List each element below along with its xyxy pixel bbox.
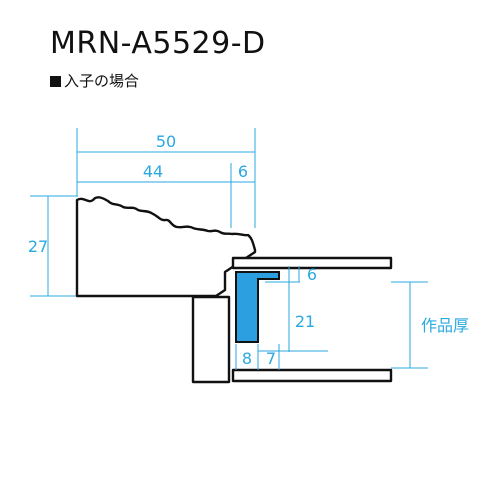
subtitle: 入子の場合 bbox=[50, 70, 139, 91]
bottom-plate bbox=[231, 368, 393, 383]
dim-main-width: 44 bbox=[143, 162, 163, 181]
dim-bottom-right: 7 bbox=[266, 349, 276, 368]
dim-lip-width: 6 bbox=[238, 162, 248, 181]
dim-inner-lip: 6 bbox=[307, 265, 317, 284]
dim-total-width: 50 bbox=[156, 132, 176, 151]
inner-dimensions: 6 21 8 7 bbox=[235, 265, 328, 370]
dim-inner-depth: 21 bbox=[295, 312, 315, 331]
top-dimensions: 50 44 6 bbox=[76, 128, 256, 228]
model-title: MRN-A5529-D bbox=[50, 26, 266, 61]
top-plate bbox=[231, 256, 393, 270]
back-board bbox=[191, 295, 231, 384]
left-dimension: 27 bbox=[28, 195, 78, 297]
square-bullet-icon bbox=[50, 76, 61, 87]
moulding-profile bbox=[75, 196, 257, 298]
insert-strip bbox=[235, 271, 280, 343]
subtitle-text: 入子の場合 bbox=[64, 72, 140, 90]
dim-bottom-left: 8 bbox=[242, 349, 252, 368]
dim-artwork-thickness: 作品厚 bbox=[421, 316, 469, 335]
dim-height: 27 bbox=[28, 237, 48, 256]
artwork-thickness-dimension: 作品厚 bbox=[391, 281, 469, 369]
